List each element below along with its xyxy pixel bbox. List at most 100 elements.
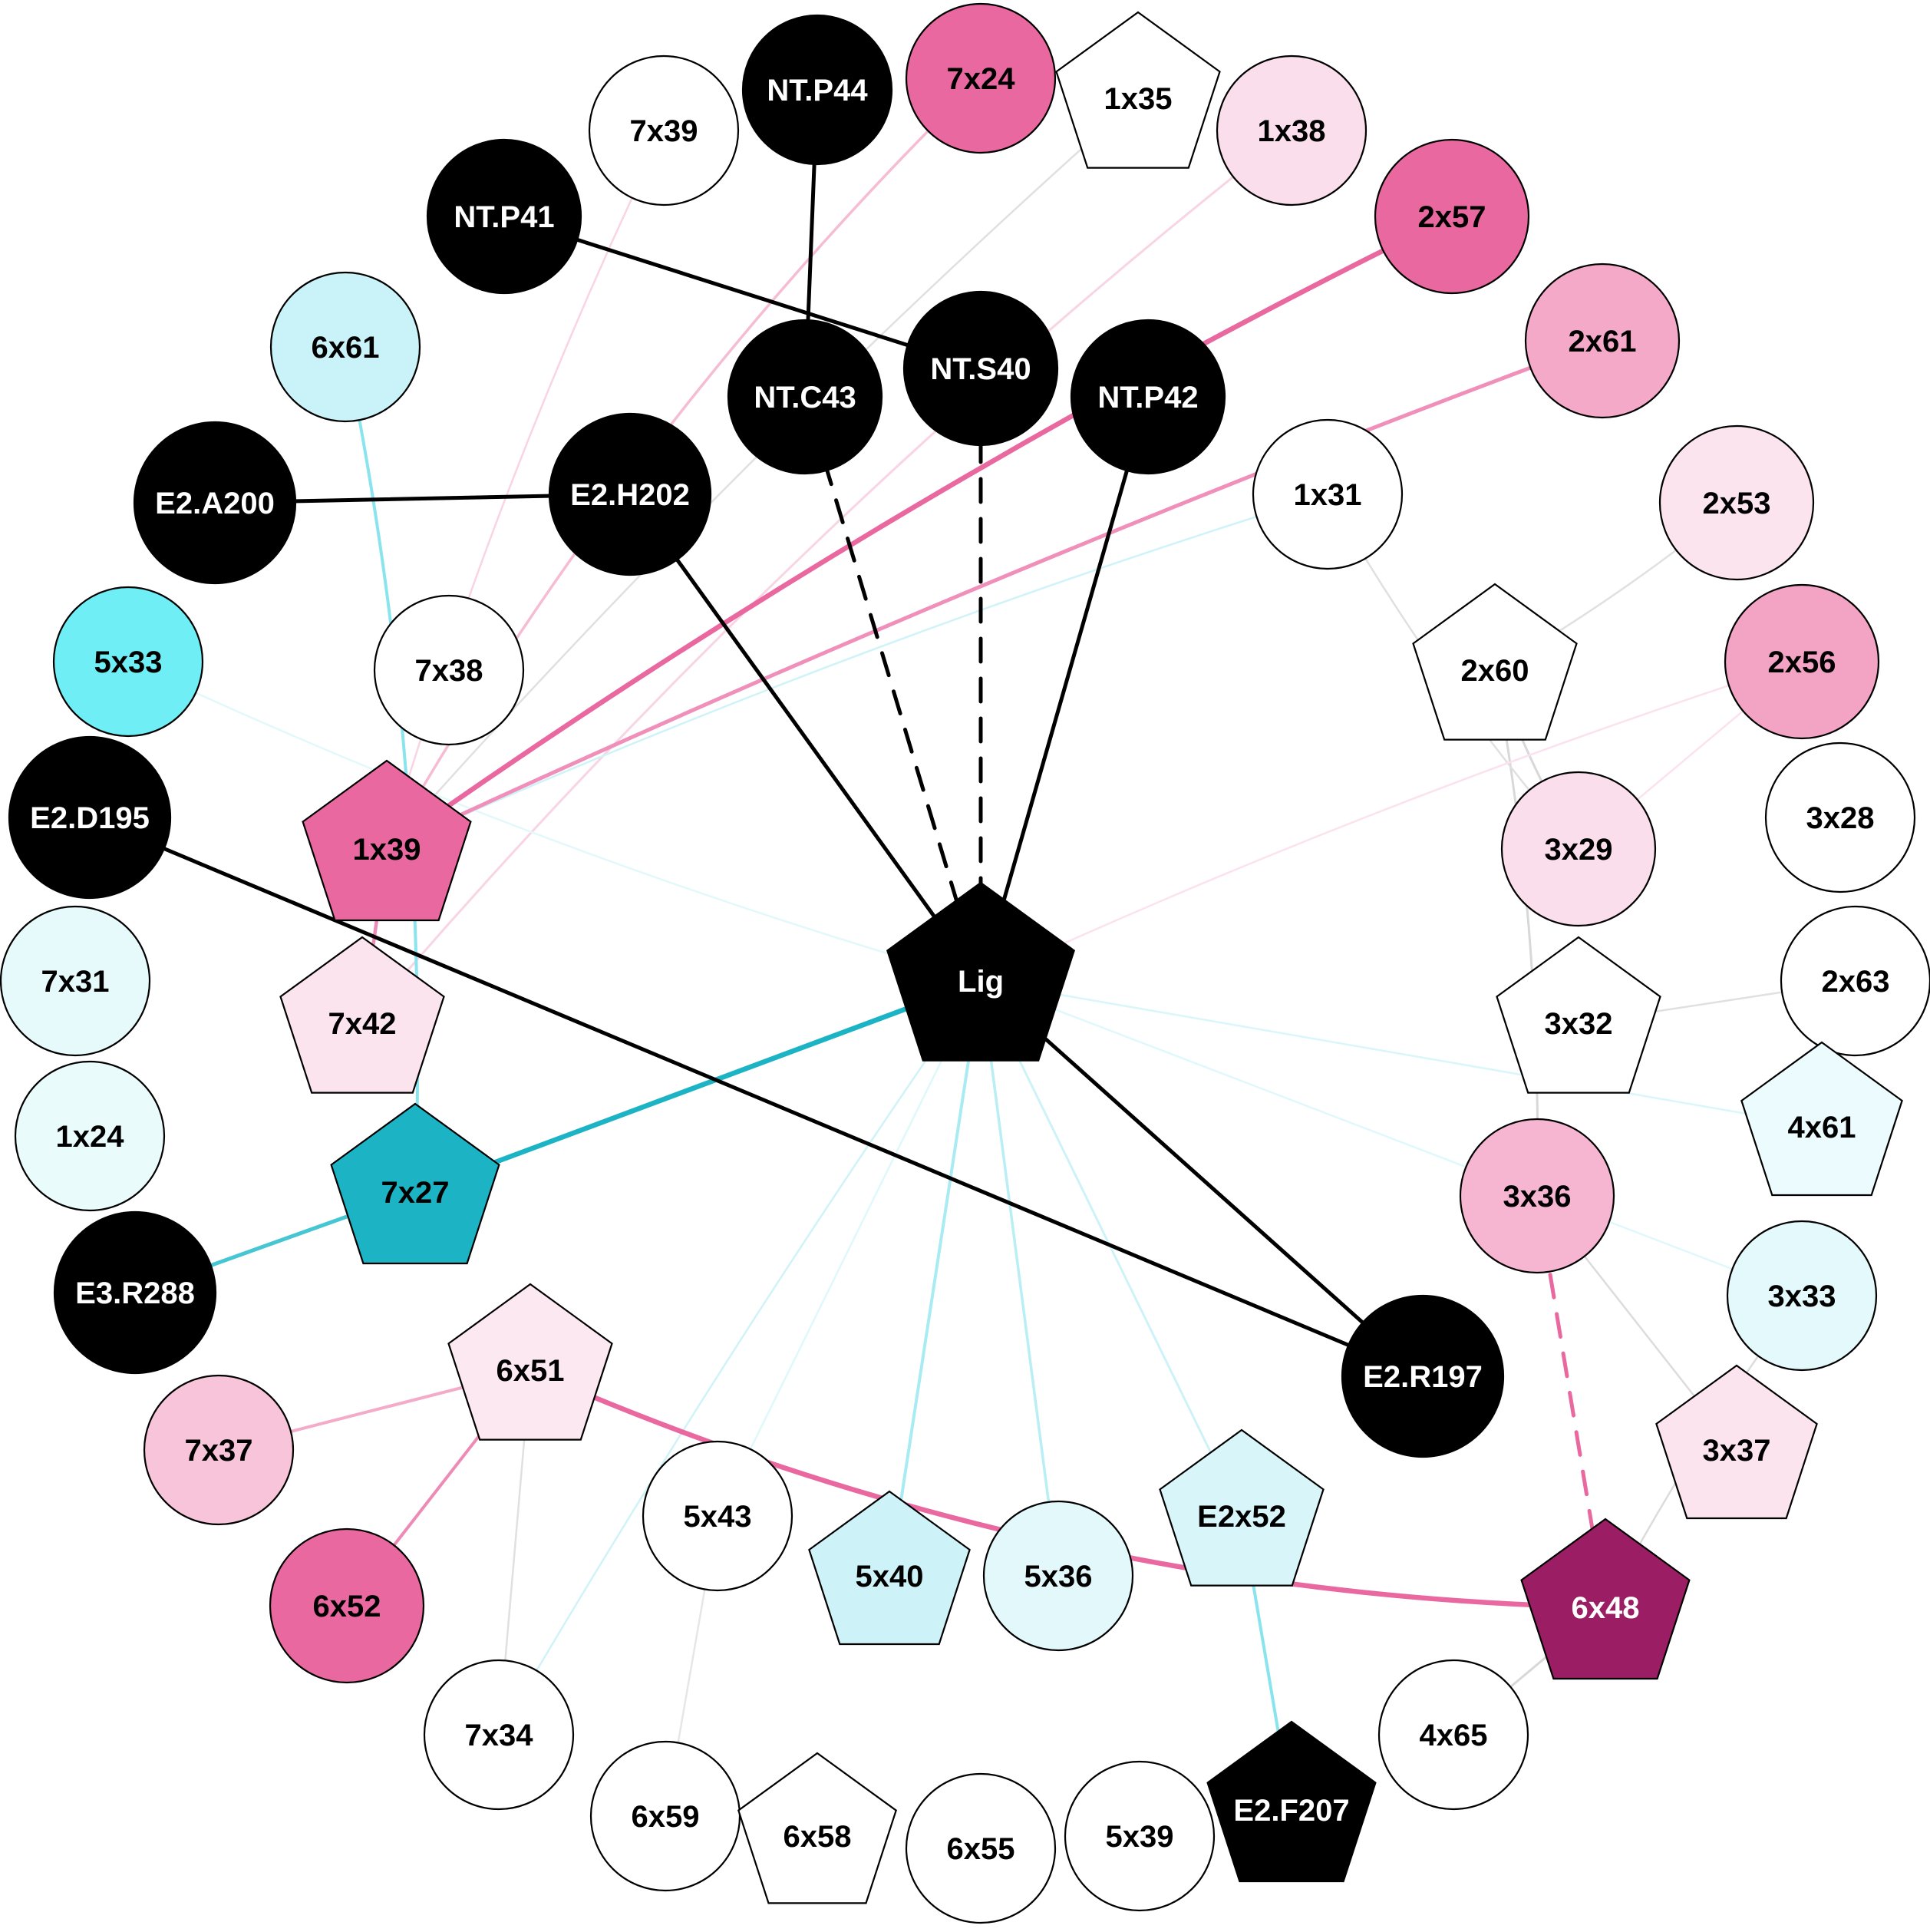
node-4x61[interactable]: 4x61 <box>1740 1041 1903 1197</box>
pentagon-shape[interactable] <box>808 1490 971 1646</box>
circle-shape[interactable] <box>727 319 883 475</box>
circle-shape[interactable] <box>0 905 151 1057</box>
circle-shape[interactable] <box>14 1060 166 1212</box>
circle-shape[interactable] <box>905 1772 1057 1924</box>
pentagon-shape[interactable] <box>1740 1041 1903 1197</box>
circle-shape[interactable] <box>269 1527 425 1684</box>
node-6x52[interactable]: 6x52 <box>269 1527 425 1684</box>
node-7x37[interactable]: 7x37 <box>143 1374 295 1526</box>
circle-shape[interactable] <box>1252 418 1404 570</box>
node-6x58[interactable]: 6x58 <box>737 1752 897 1904</box>
node-E2.A200[interactable]: E2.A200 <box>133 421 297 585</box>
pentagon-shape[interactable] <box>302 759 472 922</box>
node-3x32[interactable]: 3x32 <box>1496 936 1661 1094</box>
node-E2x52[interactable]: E2x52 <box>1159 1428 1325 1587</box>
node-5x43[interactable]: 5x43 <box>642 1440 793 1592</box>
node-3x33[interactable]: 3x33 <box>1726 1220 1878 1372</box>
node-2x53[interactable]: 2x53 <box>1658 424 1815 581</box>
node-6x51[interactable]: 6x51 <box>447 1283 613 1441</box>
node-1x24[interactable]: 1x24 <box>14 1060 166 1212</box>
node-E2.D195[interactable]: E2.D195 <box>8 735 172 900</box>
node-1x35[interactable]: 1x35 <box>1055 11 1221 169</box>
circle-shape[interactable] <box>269 271 421 423</box>
node-NT.S40[interactable]: NT.S40 <box>902 290 1059 447</box>
pentagon-shape[interactable] <box>737 1752 897 1904</box>
pentagon-shape[interactable] <box>1496 936 1661 1094</box>
node-3x29[interactable]: 3x29 <box>1500 771 1657 927</box>
node-NT.C43[interactable]: NT.C43 <box>727 319 883 475</box>
circle-shape[interactable] <box>982 1500 1134 1652</box>
node-7x38[interactable]: 7x38 <box>373 594 525 746</box>
node-5x33[interactable]: 5x33 <box>52 586 204 738</box>
node-2x60[interactable]: 2x60 <box>1412 583 1578 741</box>
node-6x48[interactable]: 6x48 <box>1520 1518 1691 1680</box>
node-7x31[interactable]: 7x31 <box>0 905 151 1057</box>
node-NT.P42[interactable]: NT.P42 <box>1070 319 1226 475</box>
node-7x24[interactable]: 7x24 <box>905 2 1057 154</box>
pentagon-shape[interactable] <box>1520 1518 1691 1680</box>
circle-shape[interactable] <box>426 138 582 295</box>
circle-shape[interactable] <box>1724 583 1880 740</box>
circle-shape[interactable] <box>1524 263 1681 419</box>
pentagon-shape[interactable] <box>1055 11 1221 169</box>
pentagon-shape[interactable] <box>447 1283 613 1441</box>
node-4x65[interactable]: 4x65 <box>1377 1659 1529 1811</box>
pentagon-shape[interactable] <box>330 1102 500 1265</box>
circle-shape[interactable] <box>1216 54 1367 206</box>
node-E2.F207[interactable]: E2.F207 <box>1206 1720 1377 1883</box>
circle-shape[interactable] <box>588 54 740 206</box>
circle-shape[interactable] <box>1459 1118 1615 1274</box>
node-6x61[interactable]: 6x61 <box>269 271 421 423</box>
pentagon-shape[interactable] <box>886 881 1075 1062</box>
circle-shape[interactable] <box>373 594 525 746</box>
node-2x56[interactable]: 2x56 <box>1724 583 1880 740</box>
circle-shape[interactable] <box>905 2 1057 154</box>
circle-shape[interactable] <box>1064 1760 1216 1912</box>
node-2x57[interactable]: 2x57 <box>1374 138 1530 295</box>
circle-shape[interactable] <box>53 1210 217 1375</box>
node-2x63[interactable]: 2x63 <box>1780 905 1930 1057</box>
circle-shape[interactable] <box>1341 1294 1505 1458</box>
pentagon-shape[interactable] <box>1655 1364 1818 1520</box>
node-1x31[interactable]: 1x31 <box>1252 418 1404 570</box>
node-3x37[interactable]: 3x37 <box>1655 1364 1818 1520</box>
circle-shape[interactable] <box>143 1374 295 1526</box>
circle-shape[interactable] <box>741 14 893 166</box>
node-7x39[interactable]: 7x39 <box>588 54 740 206</box>
pentagon-shape[interactable] <box>1159 1428 1325 1587</box>
node-5x36[interactable]: 5x36 <box>982 1500 1134 1652</box>
circle-shape[interactable] <box>1070 319 1226 475</box>
node-6x55[interactable]: 6x55 <box>905 1772 1057 1924</box>
circle-shape[interactable] <box>902 290 1059 447</box>
node-2x61[interactable]: 2x61 <box>1524 263 1681 419</box>
circle-shape[interactable] <box>1500 771 1657 927</box>
node-NT.P44[interactable]: NT.P44 <box>741 14 893 166</box>
node-3x28[interactable]: 3x28 <box>1764 741 1916 893</box>
pentagon-shape[interactable] <box>1206 1720 1377 1883</box>
circle-shape[interactable] <box>1780 905 1930 1057</box>
node-Lig[interactable]: Lig <box>886 881 1075 1062</box>
node-7x34[interactable]: 7x34 <box>423 1659 575 1811</box>
circle-shape[interactable] <box>133 421 297 585</box>
circle-shape[interactable] <box>8 735 172 900</box>
circle-shape[interactable] <box>1658 424 1815 581</box>
circle-shape[interactable] <box>1726 1220 1878 1372</box>
circle-shape[interactable] <box>642 1440 793 1592</box>
circle-shape[interactable] <box>1374 138 1530 295</box>
circle-shape[interactable] <box>1377 1659 1529 1811</box>
node-5x39[interactable]: 5x39 <box>1064 1760 1216 1912</box>
node-7x42[interactable]: 7x42 <box>279 936 445 1094</box>
pentagon-shape[interactable] <box>1412 583 1578 741</box>
circle-shape[interactable] <box>548 412 712 576</box>
pentagon-shape[interactable] <box>279 936 445 1094</box>
node-3x36[interactable]: 3x36 <box>1459 1118 1615 1274</box>
circle-shape[interactable] <box>423 1659 575 1811</box>
node-1x38[interactable]: 1x38 <box>1216 54 1367 206</box>
circle-shape[interactable] <box>52 586 204 738</box>
circle-shape[interactable] <box>1764 741 1916 893</box>
circle-shape[interactable] <box>589 1740 741 1892</box>
node-NT.P41[interactable]: NT.P41 <box>426 138 582 295</box>
node-7x27[interactable]: 7x27 <box>330 1102 500 1265</box>
node-E2.R197[interactable]: E2.R197 <box>1341 1294 1505 1458</box>
node-E2.H202[interactable]: E2.H202 <box>548 412 712 576</box>
